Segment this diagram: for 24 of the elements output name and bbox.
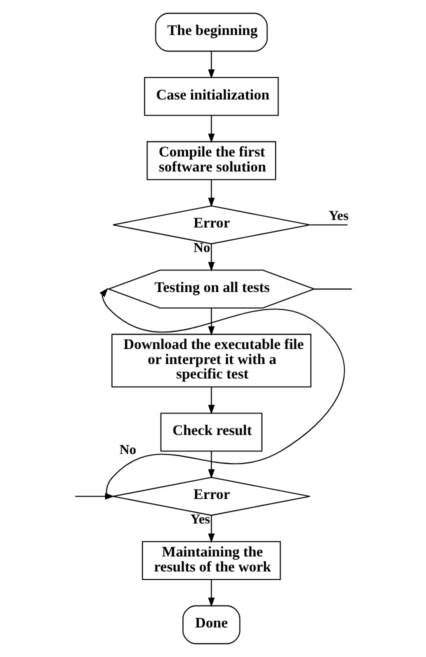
arrow — [208, 180, 214, 208]
node-diamond: Error — [112, 205, 310, 244]
arrow — [208, 387, 214, 414]
arrow — [208, 51, 214, 79]
arrow — [208, 244, 214, 272]
connector — [314, 288, 352, 290]
node-box: Download the executable file or interpret it with a specific test — [110, 334, 311, 388]
node-box: The beginning — [154, 12, 268, 52]
arrow — [208, 580, 214, 608]
node-box: Compile the first software solution — [146, 141, 276, 180]
edge-label: Yes — [328, 208, 348, 223]
node-box: Maintaining the results of the work — [141, 541, 280, 580]
arrow — [208, 115, 214, 144]
connector — [310, 224, 348, 226]
edge-label: No — [118, 442, 136, 458]
node-box: Case initialization — [144, 76, 278, 116]
node-box: Check result — [160, 412, 262, 452]
arrow — [74, 493, 114, 500]
arrow — [208, 451, 214, 479]
arrow — [208, 515, 214, 543]
arrow — [208, 308, 214, 336]
node-diamond: Error — [112, 476, 310, 516]
node-box: Done — [182, 605, 240, 644]
arrow — [99, 288, 344, 500]
